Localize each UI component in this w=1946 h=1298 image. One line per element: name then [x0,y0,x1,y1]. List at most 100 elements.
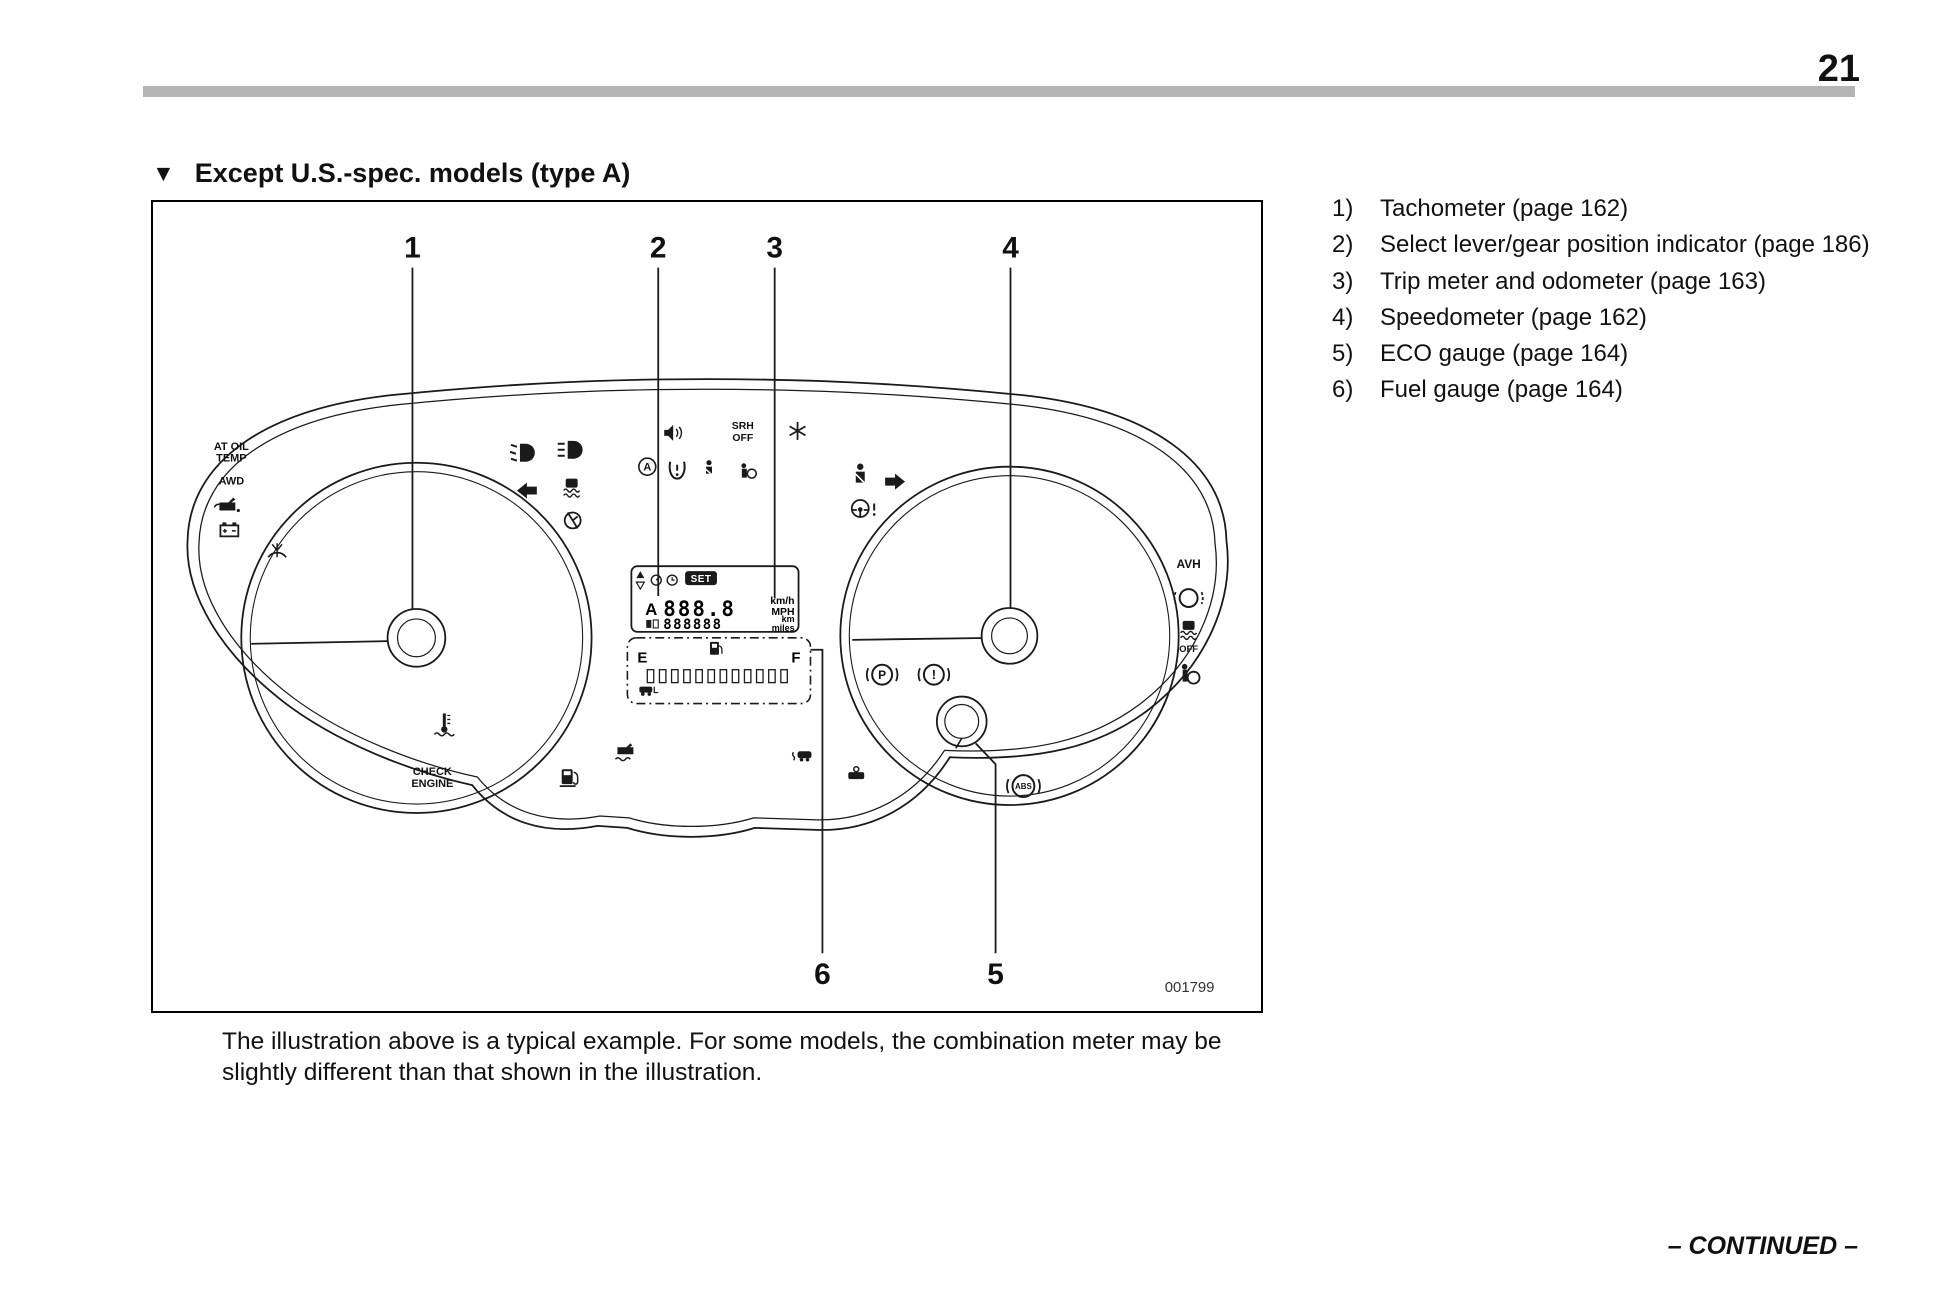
avh-label: AVH [1176,557,1200,571]
callout-number-3: 3 [766,232,783,265]
legend-number: 6) [1332,376,1354,404]
airbag-warning-icon [1181,663,1201,685]
legend-number: 2) [1332,231,1354,259]
fuel-pump-icon [559,769,579,788]
at-oil-temp-label-line2: TEMP [216,453,246,465]
trip-meter-icon [646,619,659,629]
car-security-icon [848,765,865,780]
cruise-control-icon [563,511,582,530]
at-oil-temp-label-line1: AT OIL [214,441,249,453]
awd-label: AWD [219,476,245,488]
combination-meter-figure: SET A 888.8 km/h MPH 888888 km miles E F [151,200,1263,1013]
oil-temperature-icon [614,743,634,762]
eco-gauge [935,695,988,749]
figure-code: 001799 [1165,979,1215,996]
turn-right-icon [885,473,906,490]
speedometer-needle [852,607,1039,665]
power-steering-icon [850,499,876,518]
washer-fluid-icon [267,543,287,558]
seatbelt-warning-icon [853,463,866,485]
srh-label-line2: OFF [732,433,753,444]
car-exhaust-icon [791,751,812,762]
oil-pressure-icon [213,497,240,513]
car-refuel-icon [639,686,659,696]
fuel-pump-icon [709,641,723,655]
speed-display: 888.8 [663,597,736,621]
fog-light-icon [509,443,535,462]
tire-pressure-icon [668,461,686,480]
unit-km: km [782,614,795,624]
speaker-icon [664,424,683,441]
vdc-off-label: OFF [1179,644,1198,655]
gear-position-indicator: A [645,600,657,619]
callout-number-6: 6 [814,958,831,991]
turn-left-icon [516,482,537,499]
legend-item-tachometer: 1) Tachometer (page 162) [1332,194,1894,223]
page-number: 21 [1817,48,1860,90]
legend-number: 5) [1332,340,1354,368]
cluster-illustration: SET A 888.8 km/h MPH 888888 km miles E F [186,232,1229,996]
srh-label-line1: SRH [732,421,754,432]
odometer-display: 888888 [663,617,722,633]
battery-icon [219,522,240,538]
vdc-icon [563,478,581,498]
tachometer-needle [251,608,447,668]
abs-label: ABS [1015,782,1032,791]
legend-list: 1) Tachometer (page 162) 2) Select lever… [1332,194,1894,412]
callout-number-1: 1 [404,232,421,265]
section-heading: ▼ Except U.S.-spec. models (type A) [152,158,630,189]
legend-label: ECO gauge (page 164) [1380,340,1629,368]
legend-item-eco-gauge: 5) ECO gauge (page 164) [1332,339,1894,368]
vdc-off-icon [1180,620,1198,641]
unit-mph: MPH [771,607,794,618]
parking-brake-label: P [878,668,886,682]
set-badge-label: SET [691,574,712,585]
legend-number: 1) [1332,195,1354,222]
side-airbag-icon [741,463,758,479]
avh-icon [1173,588,1204,608]
header-rule [143,86,1855,97]
abs-icon: ABS [1006,774,1041,799]
parking-brake-icon: P [865,663,899,686]
high-beam-icon [557,440,583,459]
tachometer-dial [240,461,593,814]
snowflake-icon [789,421,806,440]
unit-miles: miles [772,623,795,633]
auto-stop-icon: A [638,457,657,476]
legend-label: Select lever/gear position indicator (pa… [1380,231,1870,259]
legend-label: Speedometer (page 162) [1380,303,1647,331]
section-title: Except U.S.-spec. models (type A) [194,158,631,188]
figure-caption: The illustration above is a typical exam… [222,1028,1222,1087]
legend-item-trip-meter: 3) Trip meter and odometer (page 163) [1332,267,1894,296]
fuel-full-label: F [791,650,800,667]
callout-number-5: 5 [987,958,1004,991]
shift-down-icon [635,581,646,591]
fuel-level-segments [646,669,788,684]
legend-number: 3) [1332,267,1354,295]
brake-warning-icon: ! [917,663,951,686]
coolant-temp-icon [433,713,455,737]
set-badge [685,571,717,586]
legend-label: Tachometer (page 162) [1380,195,1629,222]
check-engine-label-line1: CHECK [413,766,452,778]
continued-marker: – CONTINUED – [1667,1232,1858,1260]
legend-item-speedometer: 4) Speedometer (page 162) [1332,303,1894,332]
auto-stop-label: A [643,462,651,474]
callout-line-6 [810,648,824,954]
unit-kmh: km/h [770,596,794,607]
legend-label: Trip meter and odometer (page 163) [1380,267,1766,295]
brake-warning-label: ! [932,667,936,682]
check-engine-label-line2: ENGINE [411,778,453,790]
speedometer-dial [839,465,1180,806]
legend-item-fuel-gauge: 6) Fuel gauge (page 164) [1332,375,1894,404]
legend-label: Fuel gauge (page 164) [1380,376,1623,404]
fuel-gauge-display: E F [626,637,812,705]
clock-icon [666,574,678,586]
callout-number-4: 4 [1002,232,1019,265]
cluster-outline [186,378,1229,838]
legend-number: 4) [1332,303,1354,331]
legend-item-select-lever: 2) Select lever/gear position indicator … [1332,230,1894,259]
section-marker-icon: ▼ [152,160,175,186]
seatbelt-reminder-icon [703,460,714,477]
shift-up-icon [636,571,645,579]
